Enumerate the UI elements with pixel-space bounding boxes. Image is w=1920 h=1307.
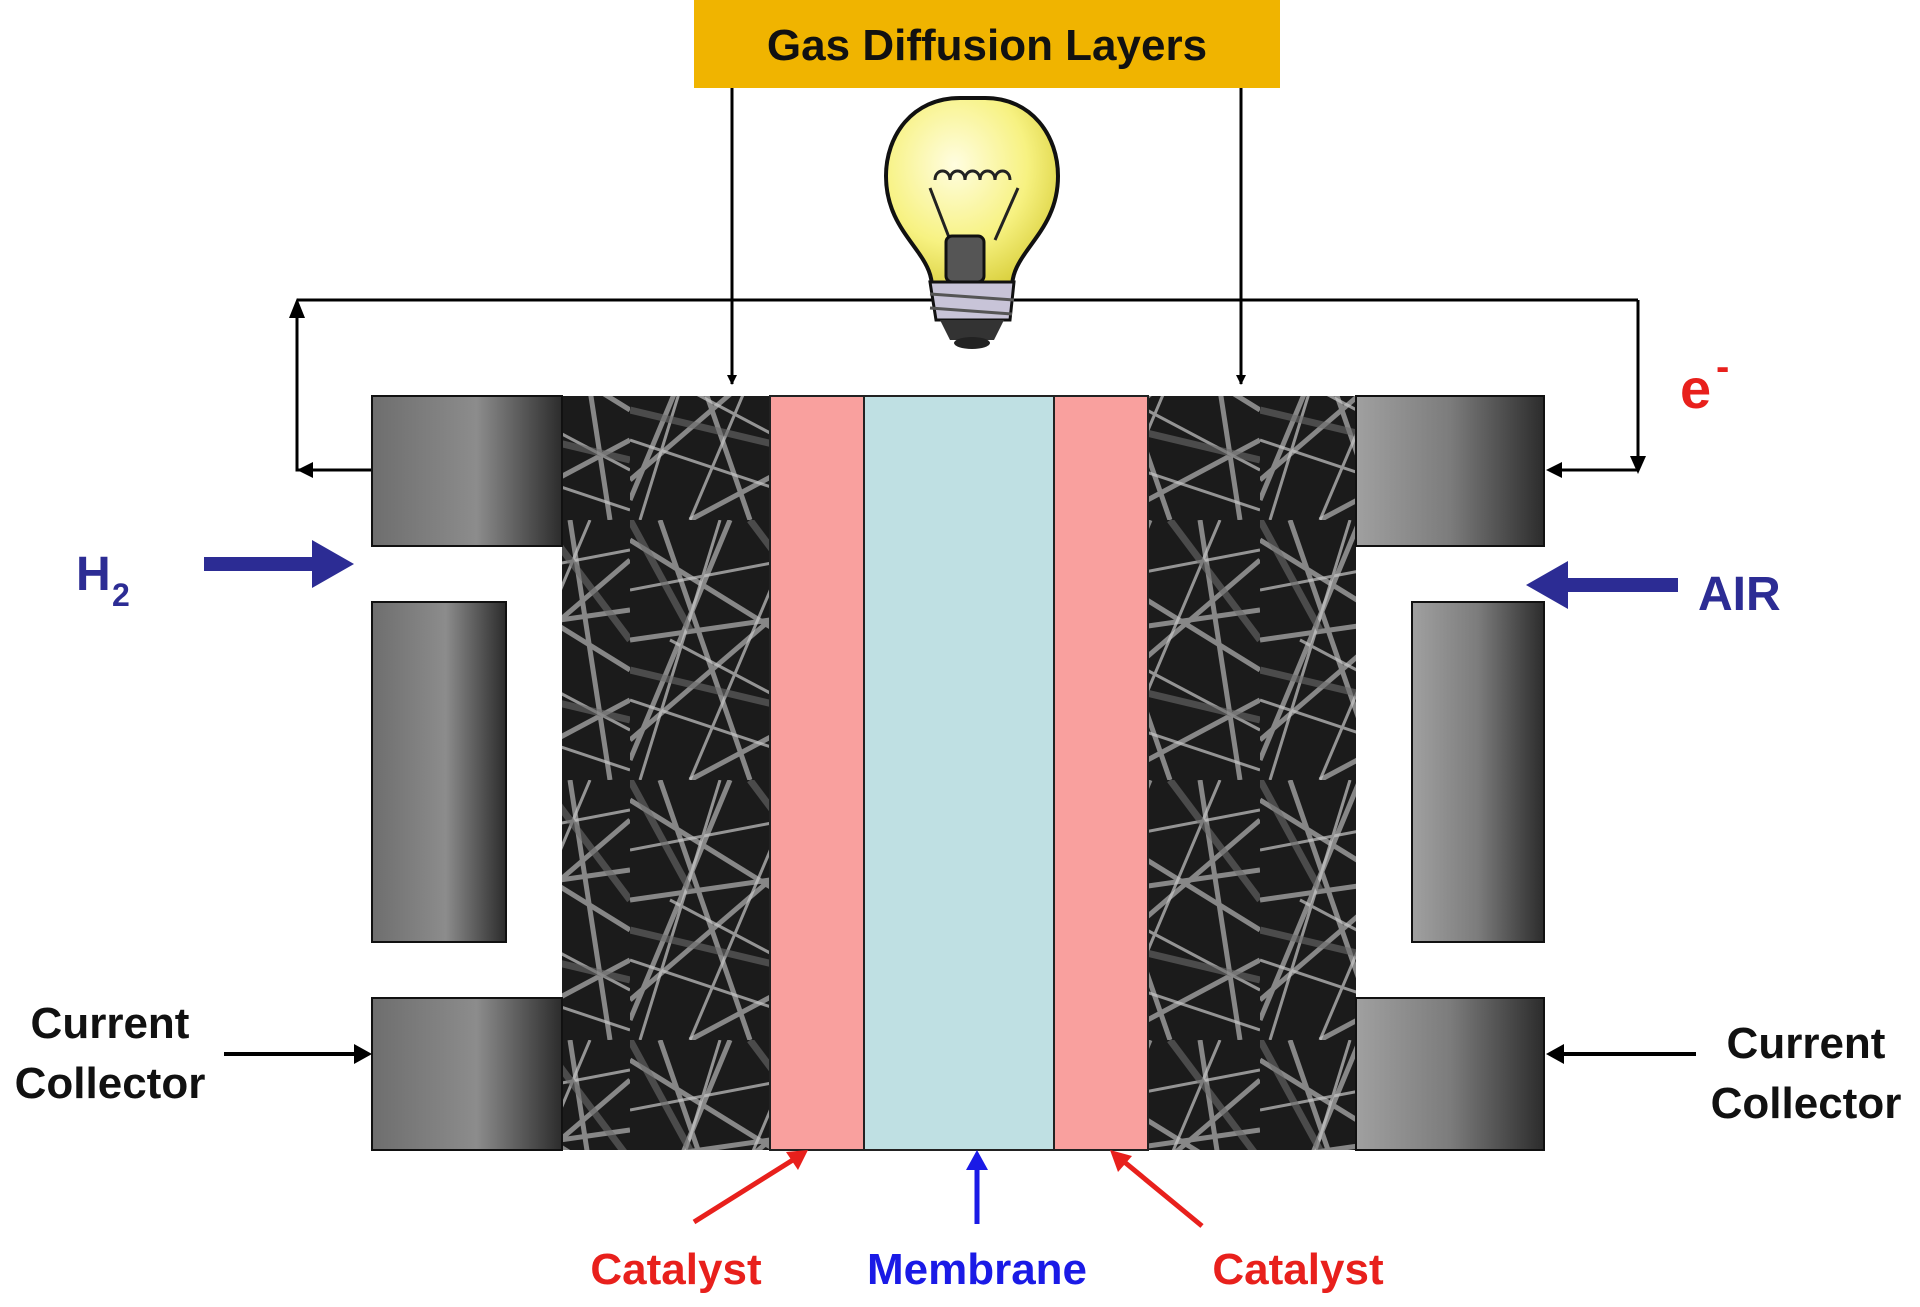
membrane-arrow — [966, 1150, 988, 1224]
air-inlet-arrow — [1526, 561, 1678, 609]
svg-text:e: e — [1680, 357, 1711, 420]
svg-text:Current: Current — [1727, 1019, 1886, 1068]
electron-label: e - — [1680, 345, 1729, 420]
title-box — [694, 0, 1280, 88]
svg-text:-: - — [1716, 345, 1729, 389]
membrane-layer — [863, 395, 1055, 1151]
catalyst-label-right: Catalyst — [1212, 1245, 1384, 1294]
gdl-pointer-lines — [727, 88, 1246, 385]
current-collector-left — [371, 395, 563, 1151]
gas-diffusion-layer-right — [1148, 396, 1356, 1150]
svg-text:2: 2 — [112, 577, 130, 613]
catalyst-layer-right — [1053, 395, 1149, 1151]
hydrogen-inlet-arrow — [204, 540, 354, 588]
light-bulb-icon — [883, 96, 1061, 349]
current-collector-arrow-right — [1546, 1044, 1696, 1064]
current-collector-right — [1355, 395, 1545, 1151]
catalyst-label-left: Catalyst — [590, 1245, 762, 1294]
svg-text:Current: Current — [31, 999, 190, 1048]
title-text: Gas Diffusion Layers — [767, 21, 1207, 70]
circuit-arrowheads — [289, 298, 1646, 478]
svg-text:H: H — [76, 548, 111, 601]
svg-text:Collector: Collector — [15, 1059, 206, 1108]
catalyst-arrow-right — [1110, 1150, 1204, 1228]
air-label: AIR — [1698, 568, 1781, 621]
current-collector-arrow-left — [224, 1044, 372, 1064]
current-collector-label-right: Current Collector — [1711, 1019, 1902, 1128]
catalyst-arrow-left — [692, 1150, 808, 1225]
gas-diffusion-layer-left — [562, 396, 770, 1150]
svg-text:Collector: Collector — [1711, 1079, 1902, 1128]
catalyst-layer-left — [769, 395, 865, 1151]
membrane-label: Membrane — [867, 1245, 1087, 1294]
current-collector-label-left: Current Collector — [15, 999, 206, 1108]
hydrogen-label: H 2 — [76, 548, 130, 613]
